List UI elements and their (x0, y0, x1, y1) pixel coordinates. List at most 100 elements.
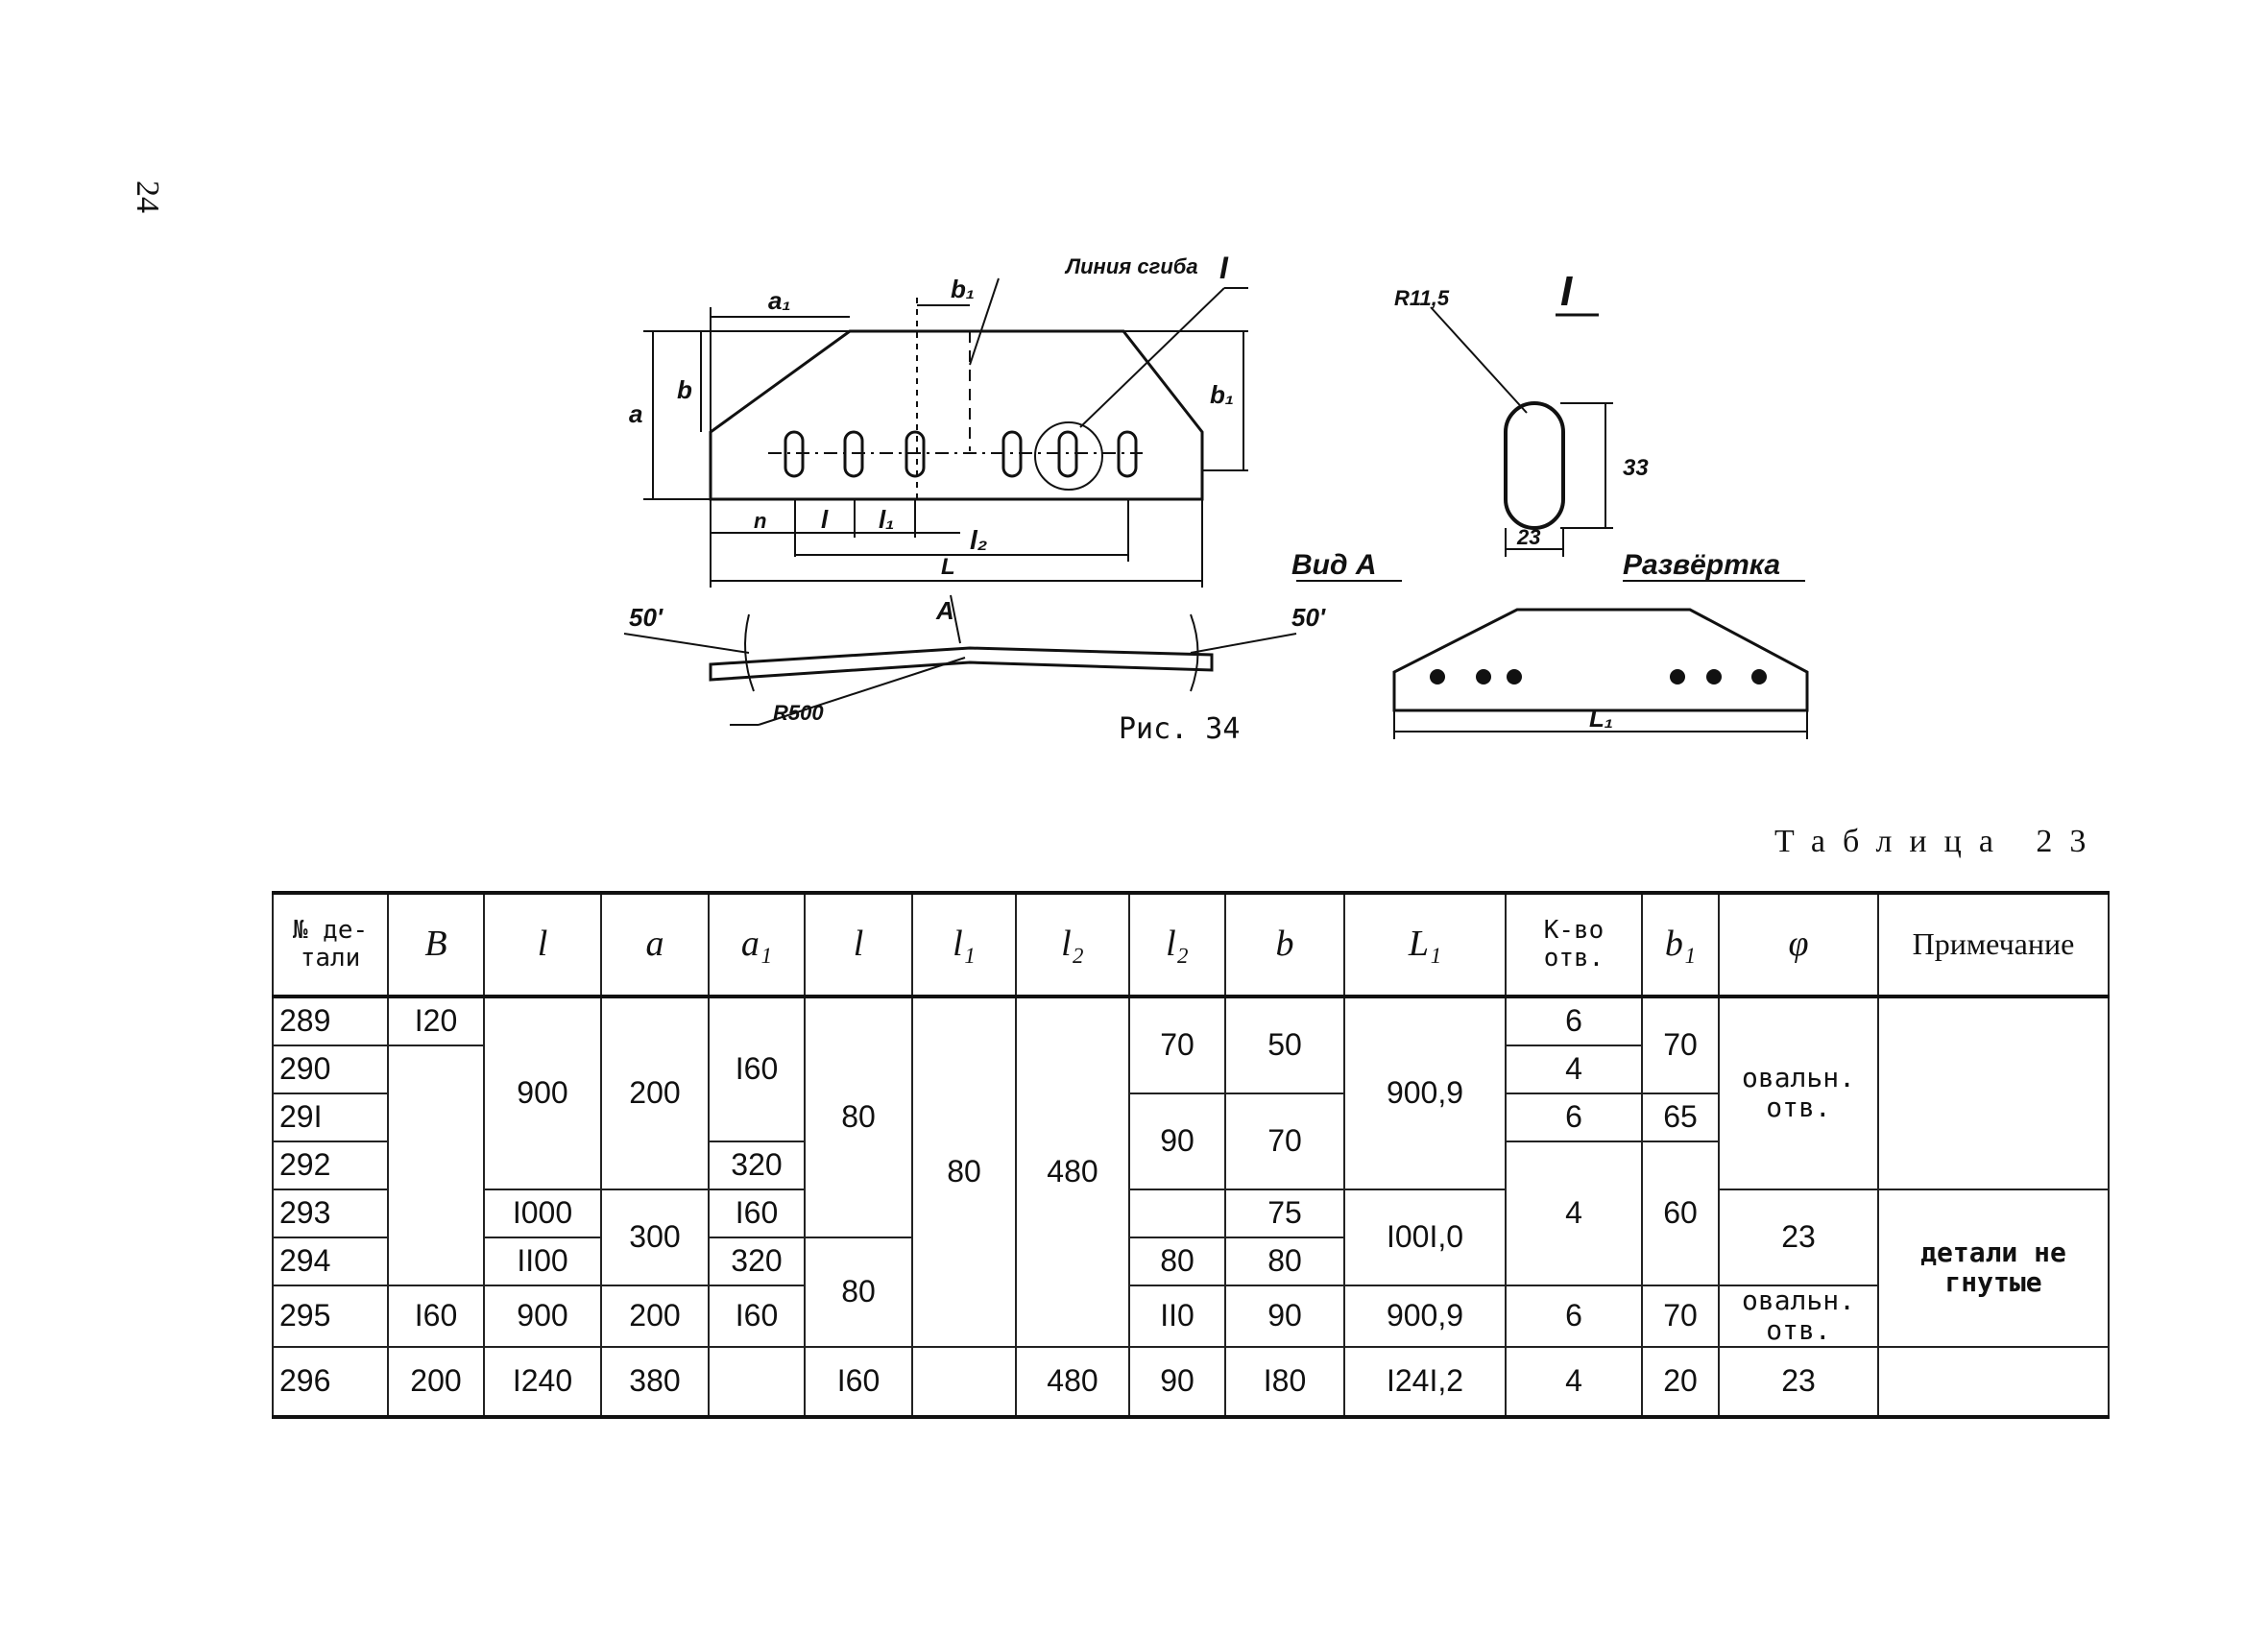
cell-a1: I60 (708, 996, 806, 1142)
detail-callout-circle (1034, 421, 1103, 491)
label-arrow-a: A (935, 596, 954, 625)
cell-phi: 23 (1718, 1345, 1879, 1419)
col-l: l (483, 891, 602, 998)
spec-table: № де-тали B l a a₁ l l₁ l₂ l₂ b L₁ К-во … (272, 891, 2110, 1419)
cell-b: 50 (1224, 996, 1345, 1094)
cell-id: 295 (272, 1285, 389, 1348)
cell-z2: 80 (1128, 1237, 1226, 1286)
label-angle-right: 50' (1291, 603, 1326, 632)
cell-z2: 90 (1128, 1093, 1226, 1190)
cell-L: I240 (483, 1345, 602, 1419)
label-b: b (677, 375, 692, 404)
development-outline (1392, 608, 1809, 712)
label-a: a (629, 399, 642, 428)
col-l2: l₂ (1015, 891, 1130, 998)
cell-B-empty (387, 1045, 485, 1286)
cell-note-empty (1877, 1345, 2110, 1419)
table-row: 290 4 (272, 1045, 2109, 1286)
cell-L1: I00I,0 (1343, 1189, 1507, 1286)
cell-B: 200 (387, 1345, 485, 1419)
label-b1-top: b₁ (951, 275, 975, 303)
cell-count: 6 (1505, 1093, 1643, 1142)
plate-outline (709, 329, 1204, 501)
cell-b: 75 (1224, 1189, 1345, 1238)
cell-L1: 900,9 (1343, 1285, 1507, 1348)
label-l1: l₁ (879, 505, 894, 534)
cell-z2: 70 (1128, 996, 1226, 1094)
col-z2: l₂ (1128, 891, 1226, 998)
cell-z2: II0 (1128, 1285, 1226, 1348)
table-row: 294 II00 320 80 80 80 (272, 1237, 2109, 1348)
slot-holes (784, 430, 1138, 478)
cell-phi: 23 (1718, 1189, 1879, 1286)
col-l-small: l (804, 891, 913, 998)
cell-a: 300 (600, 1189, 710, 1286)
cell-l: 80 (804, 996, 913, 1238)
cell-id: 289 (272, 996, 389, 1046)
cell-note-empty (1877, 996, 2110, 1190)
cell-l2: 480 (1015, 1345, 1130, 1419)
cell-L: 900 (483, 1285, 602, 1348)
table-title: Таблица 23 (1774, 824, 2104, 859)
cell-a: 380 (600, 1345, 710, 1419)
development-holes (1430, 669, 1767, 684)
cell-b1: 65 (1641, 1093, 1720, 1142)
cell-id: 293 (272, 1189, 389, 1238)
cell-id: 290 (272, 1045, 389, 1094)
table-row: 293 I000 300 I60 75 I00I,0 23 детали не … (272, 1189, 2110, 1348)
label-development: Развёртка (1623, 549, 1780, 581)
cell-count: 4 (1505, 1141, 1643, 1286)
cell-b: 90 (1224, 1285, 1345, 1348)
cell-a: 200 (600, 996, 710, 1190)
cell-a: 200 (600, 1285, 710, 1348)
view-a-plate (709, 646, 1214, 682)
figure-caption: Рис. 34 (1119, 712, 1241, 746)
label-b-side: b₁ (1210, 380, 1234, 409)
cell-b1: 70 (1641, 996, 1720, 1094)
label-view: Вид А (1291, 549, 1377, 581)
cell-l: I60 (804, 1345, 913, 1419)
col-l1: l₁ (911, 891, 1017, 998)
cell-B: I20 (387, 996, 485, 1046)
label-n: n (754, 509, 766, 533)
label-l: l (821, 505, 829, 534)
cell-a1-empty (708, 1345, 806, 1419)
col-note: Примечание (1877, 891, 2110, 998)
cell-l2: 480 (1015, 996, 1130, 1348)
cell-count: 4 (1505, 1045, 1643, 1094)
label-detail-height: 33 (1623, 455, 1649, 481)
table-row: 289 I20 900 200 I60 80 80 480 70 50 900,… (272, 996, 2110, 1348)
cell-id: 29I (272, 1093, 389, 1142)
cell-id: 292 (272, 1141, 389, 1190)
cell-id: 294 (272, 1237, 389, 1286)
cell-L: I000 (483, 1189, 602, 1238)
table-row: 295 I60 900 200 I60 II0 90 900,9 6 70 ов… (272, 1285, 2109, 1348)
cell-count: 4 (1505, 1345, 1643, 1419)
cell-a1: I60 (708, 1285, 806, 1348)
col-L1: L₁ (1343, 891, 1507, 998)
cell-b1: 20 (1641, 1345, 1720, 1419)
cell-L1: I24I,2 (1343, 1345, 1507, 1419)
cell-b: 70 (1224, 1093, 1345, 1190)
label-radius: R500 (773, 701, 824, 725)
label-detail-title: I (1560, 268, 1573, 315)
cell-phi: овальн. отв. (1718, 996, 1879, 1190)
label-a1: a₁ (768, 286, 791, 315)
cell-L: 900 (483, 996, 602, 1190)
label-detail-width: 23 (1516, 525, 1540, 549)
cell-count: 6 (1505, 996, 1643, 1046)
cell-b1: 60 (1641, 1141, 1720, 1286)
cell-z2-empty (1128, 1189, 1226, 1238)
col-a1: a₁ (708, 891, 806, 998)
cell-id: 296 (272, 1345, 389, 1419)
cell-a1: 320 (708, 1237, 806, 1286)
cell-B: I60 (387, 1285, 485, 1348)
cell-z2: 90 (1128, 1345, 1226, 1419)
cell-count: 6 (1505, 1285, 1643, 1348)
label-callout: I (1219, 251, 1229, 285)
table-row: 296 200 I240 380 I60 480 90 I80 I24I,2 4… (272, 1345, 2110, 1419)
table-header-row: № де-тали B l a a₁ l l₁ l₂ l₂ b L₁ К-во … (272, 891, 2110, 998)
label-L: L (941, 554, 955, 580)
label-detail-radius: R11,5 (1394, 286, 1450, 310)
